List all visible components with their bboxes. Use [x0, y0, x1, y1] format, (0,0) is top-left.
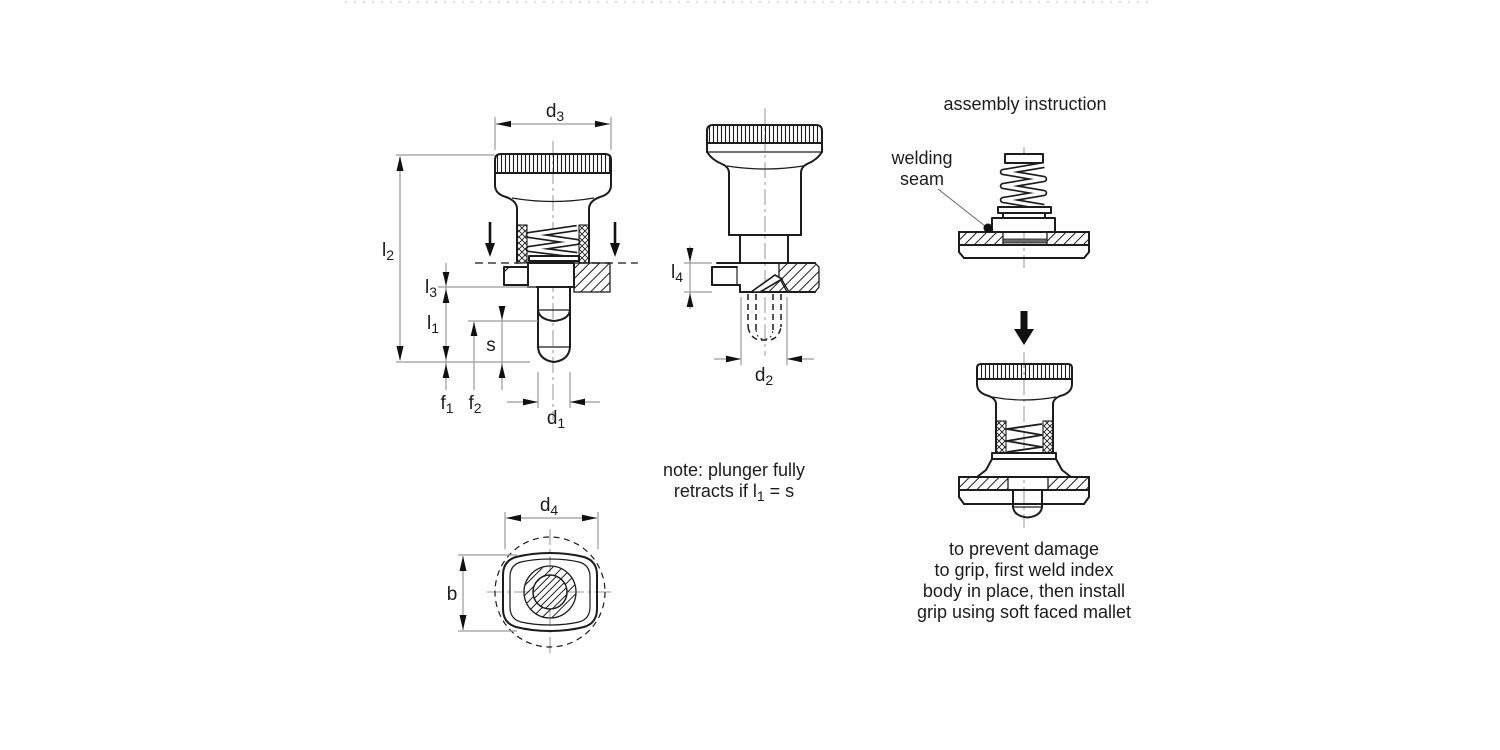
- note-line-1: note: plunger fully: [663, 460, 805, 480]
- knurled-press-band-left: [516, 224, 528, 264]
- label-b: b: [447, 584, 458, 605]
- hex-facet-front: [503, 266, 529, 286]
- plunger-pin-front: [537, 286, 571, 363]
- caption-line-1: to prevent damage: [949, 539, 1099, 559]
- label-l1: l1: [427, 313, 439, 336]
- dim-s: s: [486, 306, 506, 390]
- bottom-view: [487, 529, 613, 656]
- press-band-left-step2: [995, 420, 1007, 454]
- caption-line-3: body in place, then install: [923, 581, 1125, 601]
- press-arrow-left: [485, 222, 495, 257]
- label-l4: l4: [671, 262, 683, 285]
- label-f1: f1: [440, 393, 453, 416]
- dim-b: b: [447, 554, 517, 632]
- note-line-2: retracts if l1 = s: [674, 481, 794, 504]
- weld-seam-dot: [983, 223, 993, 233]
- welding-seam-leader: [937, 188, 986, 227]
- label-l2: l2: [382, 240, 394, 263]
- dim-l3-l1-f1: l3 l1 f1: [425, 263, 454, 416]
- hex-chamfer: [503, 266, 510, 273]
- index-body-step1: [991, 217, 1056, 233]
- grip-underside-front: [494, 172, 518, 264]
- welding-seam-label-2: seam: [900, 169, 944, 189]
- base-plate-step2: [958, 476, 1090, 505]
- assembly-caption: to prevent damage to grip, first weld in…: [917, 539, 1131, 622]
- dim-l2: l2: [382, 154, 495, 361]
- knurled-press-band-right: [578, 224, 590, 264]
- dim-f2: f2: [468, 322, 482, 416]
- knurled-grip-side: [706, 124, 823, 144]
- label-f2: f2: [468, 393, 481, 416]
- assembly-step1-figure: [958, 147, 1090, 268]
- side-view: [706, 108, 823, 356]
- dim-d1: d1: [507, 372, 600, 431]
- grip-bottom-arc: [511, 197, 595, 203]
- knurled-grip-front: [494, 153, 612, 174]
- pin-tip-retracted: [537, 309, 571, 322]
- grip-side-right: [800, 142, 823, 236]
- assembly-step-arrow: [1014, 311, 1034, 345]
- label-d1: d1: [547, 408, 566, 431]
- exposed-spring-inner: [1001, 163, 1046, 209]
- detent-ramp: [748, 274, 784, 293]
- dim-d4: d4: [504, 495, 599, 549]
- flange-outline-bottom: [502, 552, 598, 632]
- label-s: s: [486, 335, 496, 356]
- spring-front-inner: [527, 226, 579, 257]
- plate-hole-slot: [1002, 238, 1048, 244]
- pin-tip-extended: [537, 346, 571, 363]
- flange-section-hatch: [573, 262, 611, 293]
- pin-section-bottom: [532, 574, 568, 610]
- dim-d3: d3: [494, 101, 612, 150]
- dim-d2: d2: [714, 297, 814, 388]
- press-band-right-step2: [1042, 420, 1054, 454]
- press-arrow-right: [610, 222, 620, 257]
- knurled-grip-step2: [976, 363, 1073, 380]
- caption-line-2: to grip, first weld index: [934, 560, 1113, 580]
- assembly-title: assembly instruction: [943, 94, 1106, 114]
- pin-through-plate: [1012, 489, 1043, 519]
- label-d3: d3: [546, 101, 565, 124]
- label-d2: d2: [755, 365, 774, 388]
- grip-side-left: [706, 142, 730, 236]
- grip-outline-dashed: [494, 536, 606, 648]
- spring-step2: [1006, 423, 1043, 453]
- flange-step2: [976, 458, 1072, 478]
- index-body-boss: [527, 262, 575, 288]
- welding-seam-label-1: welding: [890, 148, 952, 168]
- grip-underside-front-right: [588, 172, 612, 264]
- dim-l4: l4: [671, 246, 712, 309]
- assembly-instruction: assembly instruction welding seam: [890, 94, 1131, 622]
- grip-bottom-arc-side: [726, 165, 804, 170]
- flange-chamfer-bottom: [509, 558, 591, 626]
- note-text: note: plunger fully retracts if l1 = s: [663, 460, 805, 504]
- flange-side: [711, 262, 820, 293]
- label-l3: l3: [425, 277, 437, 300]
- hidden-pin-side: [747, 294, 782, 341]
- label-d4: d4: [540, 495, 559, 518]
- spring-seat-washer: [528, 255, 580, 262]
- assembly-step2-figure: [958, 352, 1090, 528]
- front-section-view: [475, 141, 638, 420]
- caption-line-4: grip using soft faced mallet: [917, 602, 1131, 622]
- pin-top-cap: [1004, 153, 1044, 164]
